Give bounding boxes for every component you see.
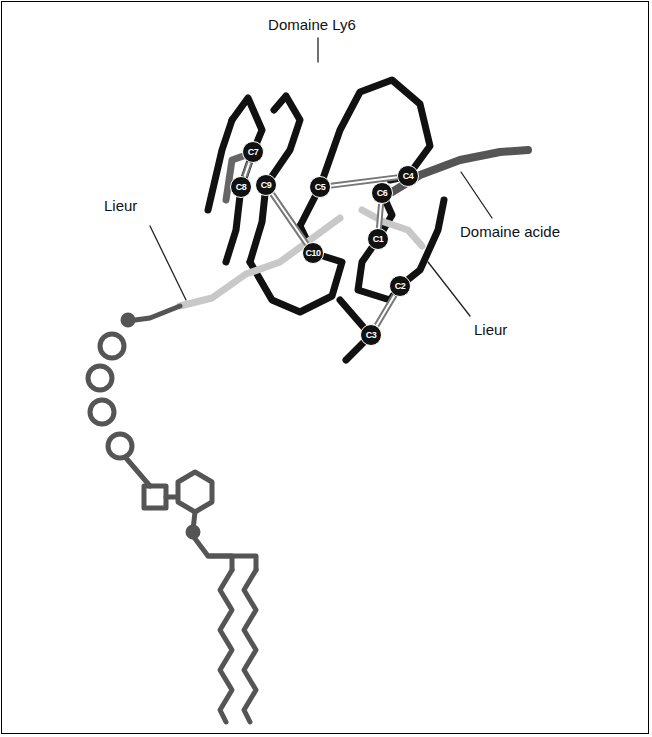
disulfide-bond [379, 204, 381, 228]
cysteine-label: C6 [377, 189, 388, 198]
cysteine-label: C10 [305, 249, 320, 258]
cysteine-circle: C9 [255, 174, 277, 196]
part-label: Lieur [472, 321, 509, 339]
disulfide-bond [272, 194, 306, 244]
part-label: Lieur [102, 197, 139, 215]
cysteine-circle: C3 [360, 324, 382, 346]
cysteine-label: C7 [248, 148, 259, 157]
disulfide-bond [245, 162, 250, 176]
cysteine-label: C1 [373, 235, 384, 244]
cysteine-circle: C1 [367, 228, 389, 250]
cysteine-circle: C7 [242, 141, 264, 163]
cysteine-label: C9 [261, 181, 272, 190]
cysteine-label: C2 [395, 282, 406, 291]
cysteine-circle: C2 [389, 275, 411, 297]
cysteine-label: C8 [236, 183, 247, 192]
cysteine-circle: C8 [230, 176, 252, 198]
cysteine-circle: C10 [302, 242, 324, 264]
cysteine-label: C4 [403, 172, 414, 181]
cysteine-circle: C4 [397, 165, 419, 187]
cysteine-label: C5 [315, 183, 326, 192]
cysteine-label: C3 [366, 331, 377, 340]
part-label: Domaine Ly6 [266, 16, 358, 34]
cysteine-circle: C5 [309, 176, 331, 198]
cysteine-circle: C6 [371, 182, 393, 204]
part-label: Domaine acide [458, 223, 562, 241]
disulfide-bond [377, 295, 395, 325]
